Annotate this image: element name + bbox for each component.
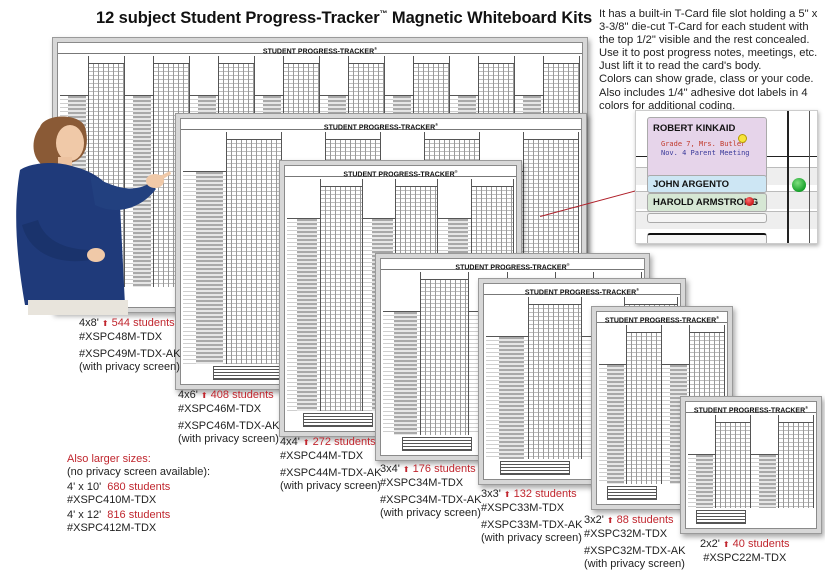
legend-box [213,366,283,380]
privacy-model: #XSPC49M-TDX-AK [79,348,181,360]
product-size: 4' x 12' [67,509,102,521]
page-title: 12 subject Student Progress-Tracker™ Mag… [96,9,592,28]
tcard-name: JOHN ARGENTO [653,179,730,190]
tcard-name: HAROLD ARMSTRONG [653,197,759,208]
privacy-note: (with privacy screen) [79,360,180,373]
product-model: #XSPC32M-TDX [584,527,668,540]
yellow-dot-icon [738,134,747,143]
student-capacity: 40 students [732,538,790,550]
tcard-name: ROBERT KINKAID [653,123,736,134]
student-capacity: 88 students [616,514,674,526]
arrow-up-icon: ⬆ [200,391,208,400]
title-suffix: Magnetic Whiteboard Kits [387,9,593,27]
product-model: #XSPC33M-TDX [481,501,565,514]
description-line: the top 1/2" visible and the rest concea… [599,34,810,47]
board-title: STUDENT PROGRESS-TRACKER® [484,284,680,296]
product-size: 3x3' [481,488,501,500]
description-line: colors for additional coding. [599,99,736,112]
student-capacity: 816 students [107,509,171,521]
description-line: Colors can show grade, class or your cod… [599,73,814,86]
student-capacity: 176 students [412,463,476,475]
product-model: #XSPC34M-TDX [380,476,464,489]
privacy-model: #XSPC44M-TDX-AK [280,467,382,479]
product-model: #XSPC44M-TDX [280,449,364,462]
student-capacity: 680 students [107,481,171,493]
product-model: #XSPC22M-TDX [703,551,787,564]
description-line: It has a built-in T-Card file slot holdi… [599,8,818,20]
student-capacity: 408 students [210,389,274,401]
board-title: STUDENT PROGRESS-TRACKER® [381,259,644,271]
product-size: 4x4' [280,436,300,448]
product-description: It has a built-in T-Card file slot holdi… [599,8,825,113]
arrow-up-icon: ⬆ [722,540,730,549]
product-caption-4x8: 4x8' ⬆ 544 students #XSPC48M-TDX #XSPC49… [79,317,180,373]
board-title: STUDENT PROGRESS-TRACKER® [58,43,582,55]
product-caption-3x3: 3x3' ⬆ 132 students #XSPC33M-TDX #XSPC33… [481,488,582,544]
board-2x2: STUDENT PROGRESS-TRACKER® [680,396,822,534]
teacher-photo [16,116,171,315]
legend-box [402,437,473,451]
product-size: 3x4' [380,463,400,475]
larger-sizes-heading: Also larger sizes: [67,453,151,465]
larger-sizes-note: Also larger sizes: (no privacy screen av… [67,453,210,534]
privacy-note: (with privacy screen) [380,506,481,519]
student-capacity: 132 students [513,488,577,500]
product-size: 4' x 10' [67,481,102,493]
description-line: Use it to post progress notes, meetings,… [599,47,818,60]
product-model: #XSPC46M-TDX [178,402,262,415]
privacy-model: #XSPC33M-TDX-AK [481,519,583,531]
tcard-note: Nov. 4 Parent Meeting [661,149,750,157]
board-title: STUDENT PROGRESS-TRACKER® [597,312,727,324]
product-model: #XSPC410M-TDX [67,493,157,506]
product-caption-2x2: 2x2' ⬆ 40 students #XSPC22M-TDX [700,538,790,564]
product-caption-3x4: 3x4' ⬆ 176 students #XSPC34M-TDX #XSPC34… [380,463,481,519]
product-model: #XSPC412M-TDX [67,521,157,534]
arrow-up-icon: ⬆ [101,319,109,328]
arrow-up-icon: ⬆ [302,438,310,447]
product-size: 3x2' [584,514,604,526]
student-capacity: 272 students [312,436,376,448]
arrow-up-icon: ⬆ [503,490,511,499]
product-size: 4x8' [79,317,99,329]
product-caption-4x6: 4x6' ⬆ 408 students #XSPC46M-TDX #XSPC46… [178,389,279,445]
legend-box [696,510,747,524]
board-title: STUDENT PROGRESS-TRACKER® [285,166,516,178]
product-size: 4x6' [178,389,198,401]
privacy-model: #XSPC32M-TDX-AK [584,545,686,557]
privacy-model: #XSPC46M-TDX-AK [178,420,280,432]
product-model: #XSPC48M-TDX [79,330,163,343]
privacy-model: #XSPC34M-TDX-AK [380,494,482,506]
privacy-note: (with privacy screen) [280,479,381,492]
tcard-note: Grade 7, Mrs. Butler [661,140,746,148]
legend-box [303,413,374,427]
green-dot-icon [792,178,806,192]
description-line: Also includes 1/4" adhesive dot labels i… [599,86,808,99]
trademark-symbol: ™ [379,9,388,18]
title-text: 12 subject Student Progress-Tracker [96,9,380,27]
tcard-john-argento: JOHN ARGENTO [647,175,767,193]
tcard-inset: ROBERT KINKAID Grade 7, Mrs. Butler Nov.… [635,110,818,244]
description-line: 3-3/8" die-cut T-Card for each student w… [599,21,809,34]
product-caption-3x2: 3x2' ⬆ 88 students #XSPC32M-TDX #XSPC32M… [584,514,685,570]
product-caption-4x4: 4x4' ⬆ 272 students #XSPC44M-TDX #XSPC44… [280,436,381,492]
privacy-note: (with privacy screen) [584,557,685,570]
red-dot-icon [745,197,754,206]
description-line: Just lift it to read the card's body. [599,60,762,73]
legend-box [499,461,570,475]
arrow-up-icon: ⬆ [402,465,410,474]
legend-box [607,486,658,500]
tcard-empty [647,233,767,243]
board-title: STUDENT PROGRESS-TRACKER® [181,119,581,131]
tcard-empty [647,213,767,223]
privacy-note: (with privacy screen) [481,531,582,544]
privacy-note: (with privacy screen) [178,432,279,445]
product-size: 2x2' [700,538,720,550]
arrow-up-icon: ⬆ [606,516,614,525]
board-columns [688,415,814,508]
tcard-robert-kinkaid: ROBERT KINKAID Grade 7, Mrs. Butler Nov.… [647,117,767,179]
student-capacity: 544 students [111,317,175,329]
board-title: STUDENT PROGRESS-TRACKER® [686,402,816,414]
tcard-harold-armstrong: HAROLD ARMSTRONG [647,193,767,212]
larger-sizes-subheading: (no privacy screen available): [67,465,211,478]
